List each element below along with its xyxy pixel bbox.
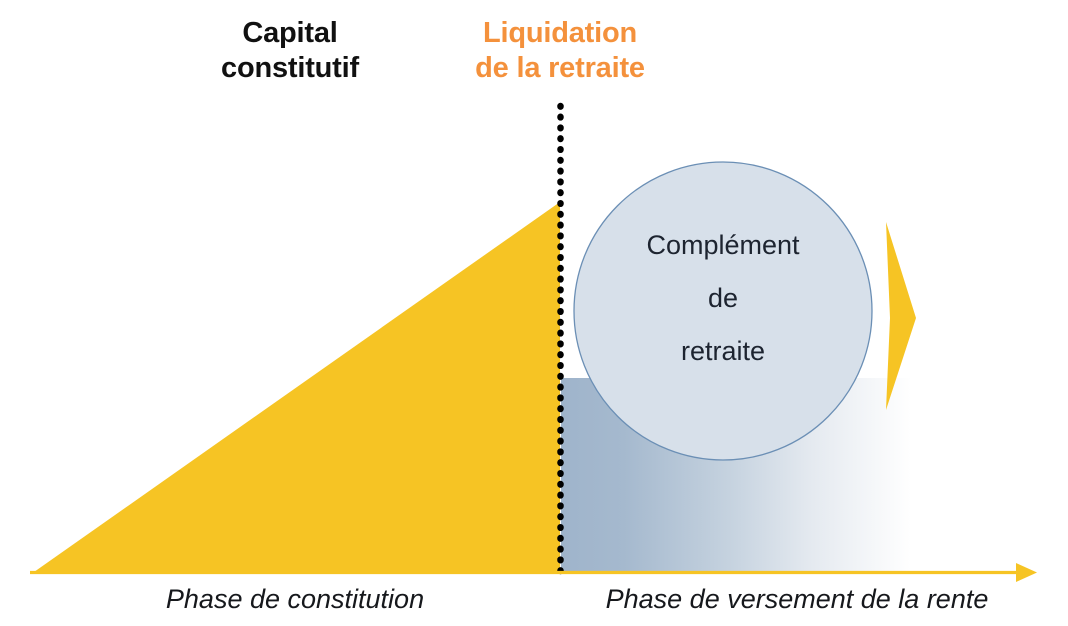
axis-label-phase-constitution: Phase de constitution: [165, 584, 425, 614]
right-pointing-arrow-marker-icon: [886, 222, 916, 410]
bubble-line-1: Complément: [646, 230, 800, 260]
page-title-liquidation-retraite: Liquidation de la retraite: [475, 17, 645, 85]
page-title-capital-constitutif: Capital constitutif: [221, 17, 359, 85]
bubble-line-2: de: [707, 283, 739, 313]
axis-label-phase-versement: Phase de versement de la rente: [605, 584, 989, 614]
complement-bubble-label: Complément de retraite: [573, 232, 873, 365]
axis-arrowhead-right-icon: [1016, 563, 1037, 582]
complement-bubble: [573, 161, 873, 461]
accumulation-triangle: [34, 202, 560, 572]
bubble-line-3: retraite: [680, 336, 766, 366]
